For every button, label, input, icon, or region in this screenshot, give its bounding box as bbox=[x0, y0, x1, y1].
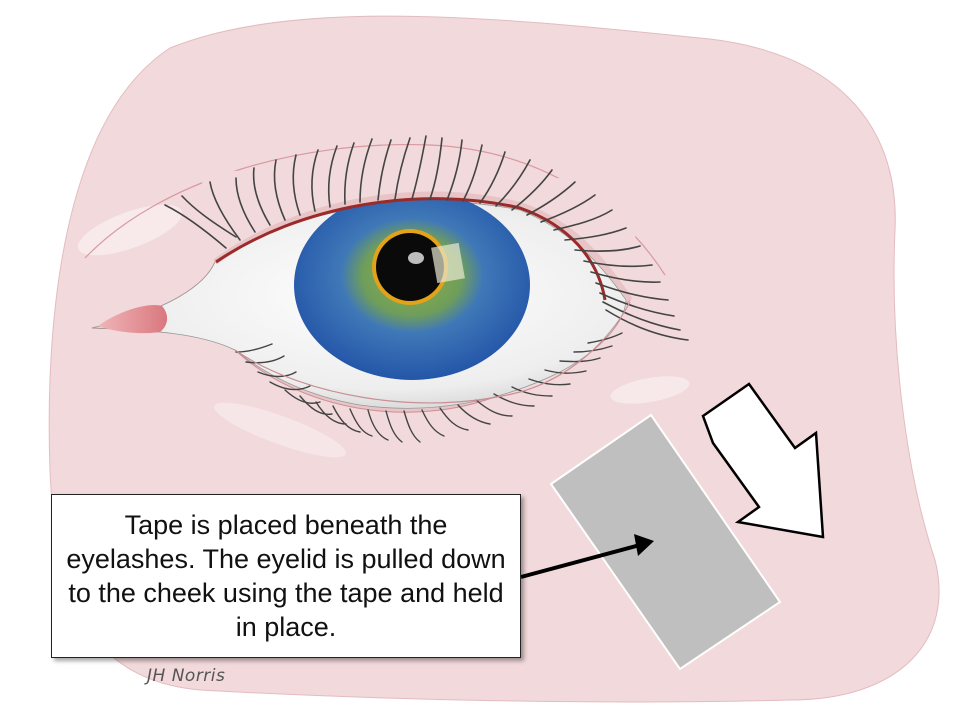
caption-box: Tape is placed beneath the eyelashes. Th… bbox=[51, 494, 521, 658]
tape-strip bbox=[549, 413, 782, 671]
author-signature: JH Norris bbox=[147, 666, 226, 686]
upper-lid-margin bbox=[215, 197, 607, 301]
upper-eyelashes bbox=[164, 135, 689, 341]
caption-text: Tape is placed beneath the eyelashes. Th… bbox=[66, 510, 506, 642]
pupil bbox=[376, 233, 444, 301]
direction-arrow-icon bbox=[701, 382, 825, 539]
pointer-arrow bbox=[520, 543, 641, 579]
corneal-reflection bbox=[431, 242, 465, 284]
lower-eyelashes bbox=[235, 332, 623, 443]
caruncle bbox=[98, 304, 168, 334]
